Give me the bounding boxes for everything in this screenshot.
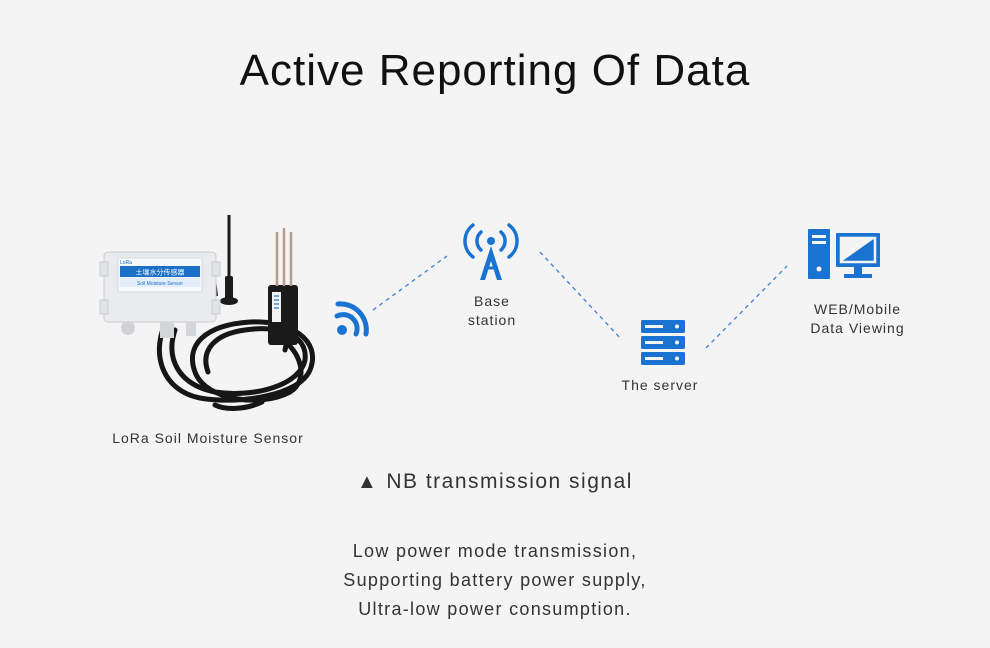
lora-sensor-device-image [99,215,315,411]
description: Low power mode transmission, Supporting … [0,537,990,624]
wireless-signal-icon [334,301,369,337]
link-server-web [705,265,788,349]
base-station-label-line2: station [467,312,517,328]
device-label-group: LoRa 土壤水分传感器 Soil Moisture Sensor [120,260,185,287]
desktop-computer-icon [808,229,880,279]
server-label: The server [621,377,699,393]
description-line-2: Supporting battery power supply, [343,570,647,590]
web-label: WEB/Mobile Data Viewing [770,300,945,338]
server-icon [641,320,685,365]
description-line-1: Low power mode transmission, [352,541,638,561]
description-line-3: Ultra-low power consumption. [358,599,632,619]
link-base-server [539,251,623,341]
device-en-text: Soil Moisture Sensor [137,281,183,287]
triangle-icon: ▲ [357,471,379,493]
device-cn-text: 土壤水分传感器 [136,268,185,277]
link-sensor-base [372,255,448,311]
web-label-line2: Data Viewing [810,320,905,336]
base-station-label: Base station [452,292,532,330]
page-title: Active Reporting Of Data [239,46,751,95]
legend-text: NB transmission signal [386,470,633,493]
legend: ▲ NB transmission signal [0,470,990,494]
sensor-label: LoRa Soil Moisture Sensor [112,430,304,446]
web-label-line1: WEB/Mobile [813,301,902,317]
antenna-tower-icon [463,223,519,280]
device-lora-text: LoRa [120,260,132,266]
base-station-label-line1: Base [474,293,510,309]
